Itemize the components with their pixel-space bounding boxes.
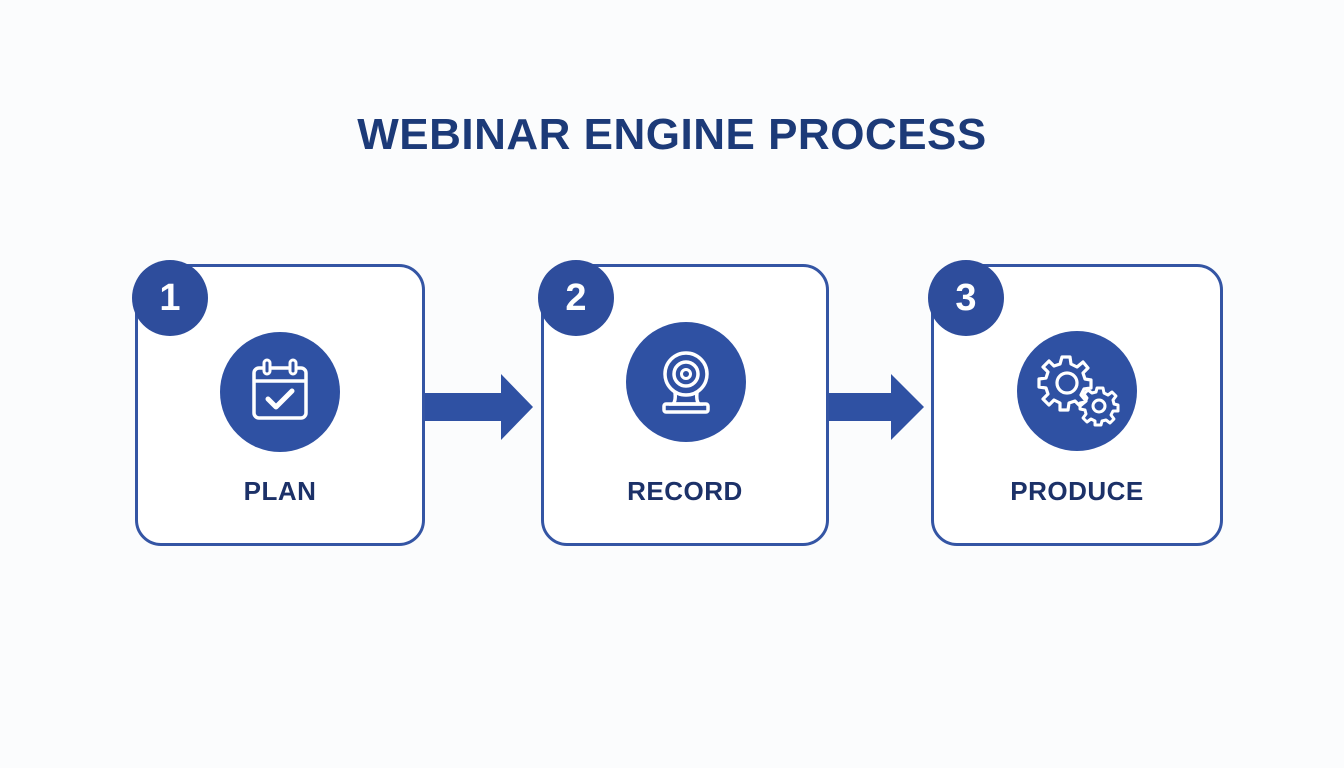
- calendar-check-icon: [252, 358, 308, 420]
- arrow-right-icon: [425, 374, 533, 440]
- step-icon-circle: [1017, 331, 1137, 451]
- step-number-badge: 3: [928, 260, 1004, 336]
- step-icon-circle: [626, 322, 746, 442]
- page-title: WEBINAR ENGINE PROCESS: [357, 110, 987, 159]
- gears-icon: [1037, 355, 1120, 427]
- step-icon-circle: [220, 332, 340, 452]
- step-label-plan: PLAN: [243, 476, 317, 506]
- webcam-icon: [662, 351, 710, 414]
- step-number-badge: 1: [132, 260, 208, 336]
- step-label-record: RECORD: [627, 476, 743, 506]
- step-label-produce: PRODUCE: [1010, 476, 1144, 506]
- step-number-badge: 2: [538, 260, 614, 336]
- arrow-right-icon: [829, 374, 924, 440]
